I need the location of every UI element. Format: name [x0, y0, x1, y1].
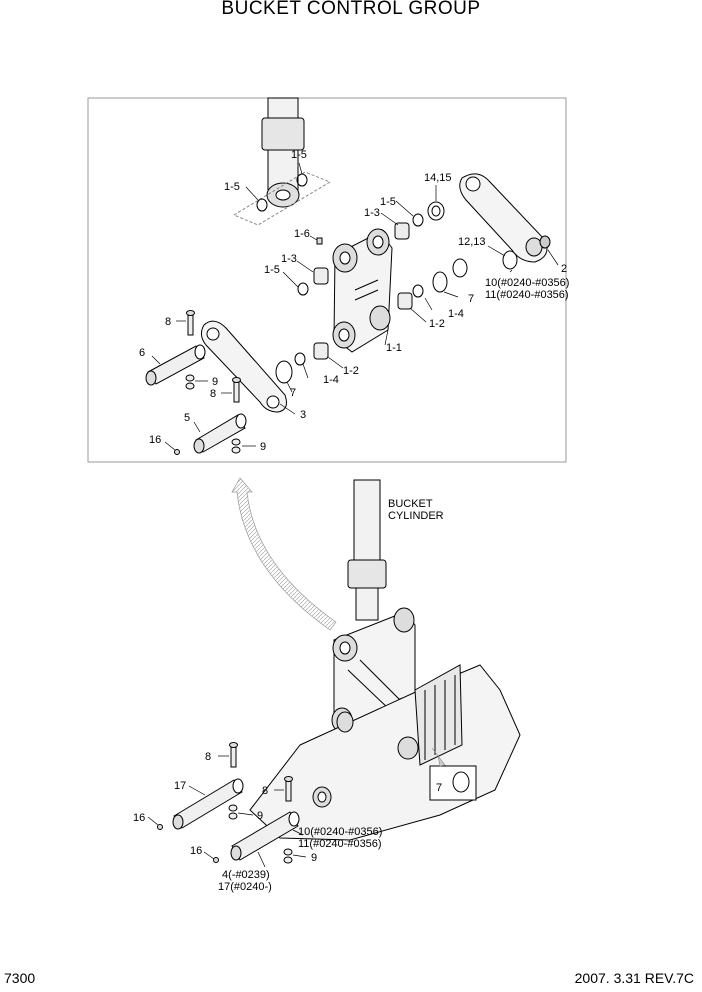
- seal-1-4: [294, 352, 306, 366]
- shim-12-13: [452, 258, 468, 278]
- grease-fitting-16: [174, 449, 180, 455]
- callout-7: 7: [468, 293, 474, 305]
- callout-1-6: 1-6: [294, 228, 310, 240]
- callout-8: 8: [210, 388, 216, 400]
- pin-17: [172, 778, 244, 830]
- callout-1-2: 1-2: [343, 365, 359, 377]
- callout-8: 8: [262, 785, 268, 797]
- grease-fitting-16: [157, 824, 163, 830]
- callout-4: 4(-#0239): [222, 869, 270, 881]
- callout-14-15: 14,15: [424, 172, 452, 184]
- seal-1-5: [412, 213, 424, 227]
- callout-9: 9: [212, 376, 218, 388]
- seal-1-5: [297, 282, 309, 296]
- link-3: [200, 320, 287, 413]
- detail-arrow: [231, 477, 337, 631]
- page-title: BUCKET CONTROL GROUP: [221, 0, 481, 19]
- callout-1-5: 1-5: [380, 196, 396, 208]
- pin-5: [193, 413, 247, 454]
- o-ring-7: [275, 360, 293, 384]
- callout-11: 11(#0240-#0356): [298, 838, 382, 850]
- o-ring-7: [452, 771, 470, 793]
- grease-fitting-1-6: [316, 237, 323, 245]
- callout-1-3: 1-3: [281, 253, 297, 265]
- callout-2: 2: [561, 263, 567, 275]
- revision-date: 2007. 3.31 REV.7C: [574, 970, 694, 986]
- callout-1-3: 1-3: [364, 207, 380, 219]
- callout-1-4: 1-4: [323, 374, 339, 386]
- page-number: 7300: [4, 970, 36, 986]
- cylinder-rod-detail: [261, 97, 305, 208]
- callout-1-4: 1-4: [448, 308, 464, 320]
- callout-16: 16: [190, 845, 202, 857]
- callout-labels: 1-5 1-5 14,15 1-5 1-3 1-6 12,13 1-3 1-5 …: [133, 149, 569, 893]
- callout-10: 10(#0240-#0356): [485, 277, 569, 289]
- callout-1-1: 1-1: [386, 342, 402, 354]
- callout-10: 10(#0240-#0356): [298, 826, 382, 838]
- callout-9: 9: [260, 441, 266, 453]
- callout-17: 17: [174, 780, 186, 792]
- callout-8: 8: [165, 316, 171, 328]
- callout-7: 7: [436, 782, 442, 794]
- seal-1-5: [256, 198, 268, 212]
- bolt-8: [229, 742, 293, 802]
- shim-10-11: [502, 250, 518, 270]
- callout-3: 3: [300, 409, 306, 421]
- callout-9: 9: [311, 852, 317, 864]
- callout-9: 9: [257, 810, 263, 822]
- seal-1-4: [412, 284, 424, 298]
- callout-16: 16: [133, 812, 145, 824]
- callout-6: 6: [139, 347, 145, 359]
- callout-1-5: 1-5: [291, 149, 307, 161]
- detail-frame: [87, 97, 567, 463]
- callout-5: 5: [184, 412, 190, 424]
- callout-8: 8: [205, 751, 211, 763]
- bushing-1-3: [313, 222, 410, 285]
- callout-12-13: 12,13: [458, 236, 486, 248]
- bushing-1-2: [313, 292, 413, 360]
- nut-washer-9: [185, 374, 241, 454]
- pin-4-17: [230, 811, 300, 861]
- callout-1-5: 1-5: [224, 181, 240, 193]
- shim-14-15: [427, 201, 445, 221]
- nut-washer-9: [228, 804, 293, 864]
- bucket-cylinder-label: BUCKET: [388, 498, 433, 510]
- callout-11: 11(#0240-#0356): [485, 289, 569, 301]
- callout-16: 16: [149, 434, 161, 446]
- link-2: [459, 173, 551, 263]
- grease-fitting-16: [213, 857, 219, 863]
- callout-1-2: 1-2: [429, 318, 445, 330]
- pin-6: [145, 344, 206, 386]
- o-ring-7: [432, 271, 448, 293]
- link-assembly-1-1: [332, 228, 393, 353]
- bucket-cylinder: [347, 479, 387, 621]
- callout-1-5: 1-5: [264, 264, 280, 276]
- callout-17: 17(#0240-): [218, 881, 272, 893]
- bucket-cylinder-label: CYLINDER: [388, 510, 444, 522]
- callout-7: 7: [290, 387, 296, 399]
- leader-lines: [147, 162, 559, 868]
- bolt-8: [186, 310, 241, 403]
